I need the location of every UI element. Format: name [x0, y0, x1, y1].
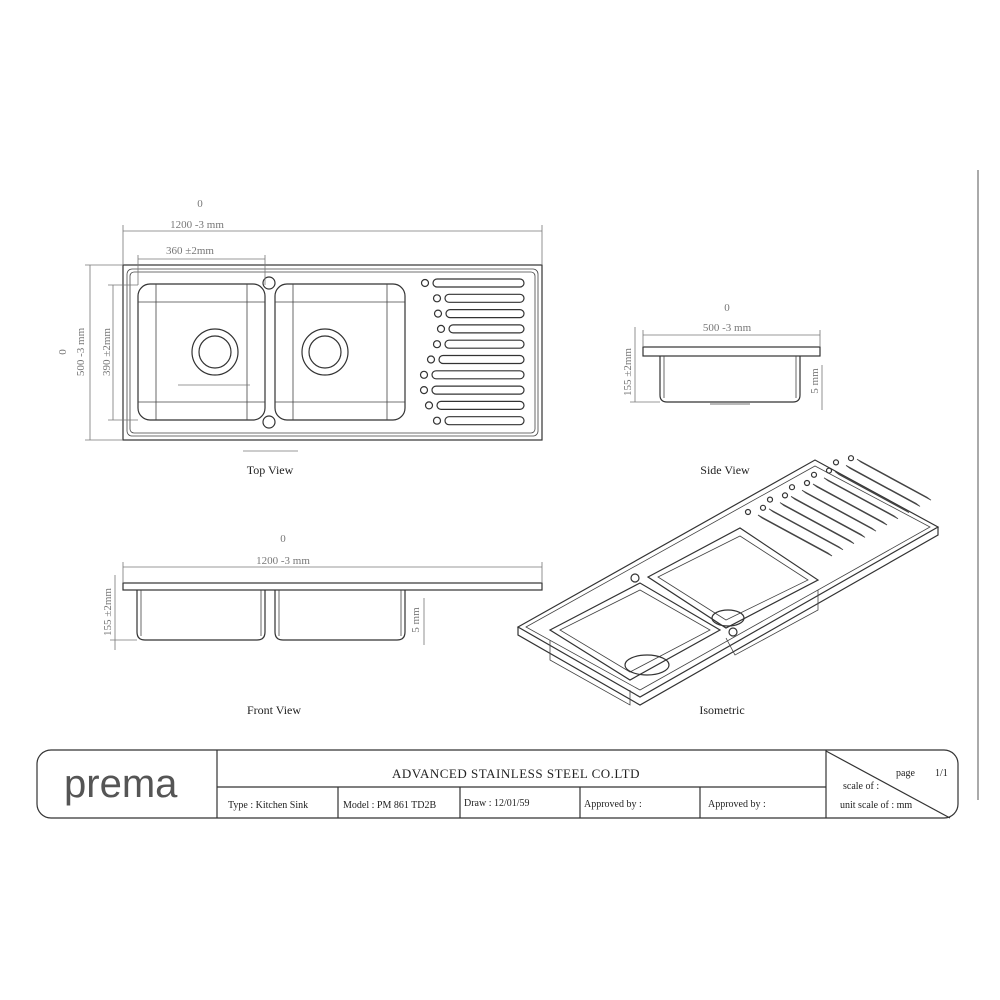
drain-hole	[424, 401, 434, 410]
side-width-dimension: 500 -3 mm	[703, 322, 752, 334]
model-field: Model : PM 861 TD2B	[343, 800, 436, 811]
drain-hole	[420, 278, 430, 288]
drain-groove	[436, 400, 525, 410]
approved-by-2: Approved by :	[708, 799, 766, 810]
iso-drain-hole	[759, 504, 767, 511]
drain-hole	[419, 386, 429, 395]
width-tolerance: 0	[197, 198, 203, 210]
depth-tolerance: 0	[57, 349, 69, 355]
drain-hole	[419, 370, 429, 379]
iso-drain-hole	[781, 492, 789, 499]
title-block: prema ADVANCED STAINLESS STEEL CO.LTD Ty…	[36, 749, 959, 819]
iso-drain-groove	[779, 502, 855, 544]
drainboard-grooves	[419, 278, 525, 426]
side-view: 0 500 -3 mm 155 ±2mm 5 mm Side View	[622, 302, 823, 477]
bowl-depth-dimension: 390 ±2mm	[101, 328, 113, 376]
width-dimension: 1200 -3 mm	[170, 219, 224, 231]
side-height-dimension: 155 ±2mm	[622, 348, 634, 396]
front-width-tolerance: 0	[280, 533, 286, 545]
iso-drain-hole	[832, 459, 840, 466]
side-width-tolerance: 0	[724, 302, 730, 314]
scale-field: scale of :	[843, 781, 879, 792]
front-view: 0 1200 -3 mm 155 ±2mm 5 mm Front View	[102, 533, 543, 717]
drain-left	[191, 328, 239, 376]
top-view-label: Top View	[247, 463, 294, 477]
tap-hole	[262, 415, 276, 429]
iso-drain-hole	[803, 479, 811, 487]
iso-drain-hole	[847, 455, 855, 462]
sink-rim	[126, 268, 539, 437]
front-rim-dimension: 5 mm	[410, 607, 422, 633]
iso-drain-groove	[812, 483, 888, 526]
iso-drain-hole	[810, 471, 818, 478]
drain-groove	[431, 370, 525, 380]
front-width-dimension: 1200 -3 mm	[256, 555, 310, 567]
unit-scale-field: unit scale of : mm	[840, 800, 912, 811]
depth-dimension: 500 -3 mm	[75, 327, 87, 376]
draw-field: Draw : 12/01/59	[464, 798, 530, 809]
isometric-label: Isometric	[699, 703, 744, 717]
iso-bowl-right	[646, 527, 820, 656]
isometric-view: Isometric	[516, 455, 940, 717]
iso-drain-groove	[801, 489, 877, 532]
drain-hole	[432, 340, 442, 349]
drain-right	[301, 328, 349, 376]
top-view: 0 1200 -3 mm 360 ±2mm 0 500 -3 mm 390 ±2…	[57, 198, 543, 477]
front-view-label: Front View	[247, 703, 301, 717]
iso-drain-hole	[825, 467, 833, 474]
iso-drain-groove	[845, 465, 921, 507]
drain-hole	[432, 294, 442, 303]
drain-hole	[433, 309, 443, 318]
side-view-label: Side View	[700, 463, 750, 477]
drain-groove	[444, 416, 525, 426]
bowl-right	[274, 283, 406, 421]
drain-hole	[426, 355, 436, 364]
iso-drain-groove	[790, 496, 866, 538]
prema-logo: prema	[64, 762, 178, 806]
iso-drain-hole	[788, 484, 796, 491]
tap-hole	[262, 276, 276, 290]
sink-outline	[122, 264, 543, 441]
bowl-left	[137, 283, 266, 421]
drain-groove	[432, 278, 525, 288]
drain-groove	[448, 324, 525, 334]
drain-hole	[432, 416, 442, 425]
iso-drain-groove	[768, 508, 844, 551]
drain-groove	[438, 354, 525, 365]
iso-drain-groove	[823, 477, 899, 520]
side-rim-dimension: 5 mm	[809, 368, 821, 394]
drain-groove	[445, 309, 525, 319]
drain-groove	[444, 339, 525, 349]
company-name: ADVANCED STAINLESS STEEL CO.LTD	[392, 766, 640, 781]
type-field: Type : Kitchen Sink	[228, 800, 308, 811]
front-height-dimension: 155 ±2mm	[102, 588, 114, 636]
page-value: 1/1	[935, 768, 948, 779]
iso-bowl-left	[548, 582, 722, 706]
approved-by-1: Approved by :	[584, 799, 642, 810]
drain-groove	[431, 385, 525, 395]
iso-drain-groove	[757, 514, 833, 557]
iso-drain-groove	[856, 458, 932, 501]
iso-drain-hole	[744, 508, 752, 516]
iso-drain-hole	[766, 496, 774, 503]
page-label: page	[896, 768, 915, 779]
bowl-width-dimension: 360 ±2mm	[166, 245, 214, 257]
iso-drain-groove	[834, 471, 910, 513]
drain-groove	[444, 293, 525, 303]
drain-hole	[436, 324, 446, 333]
